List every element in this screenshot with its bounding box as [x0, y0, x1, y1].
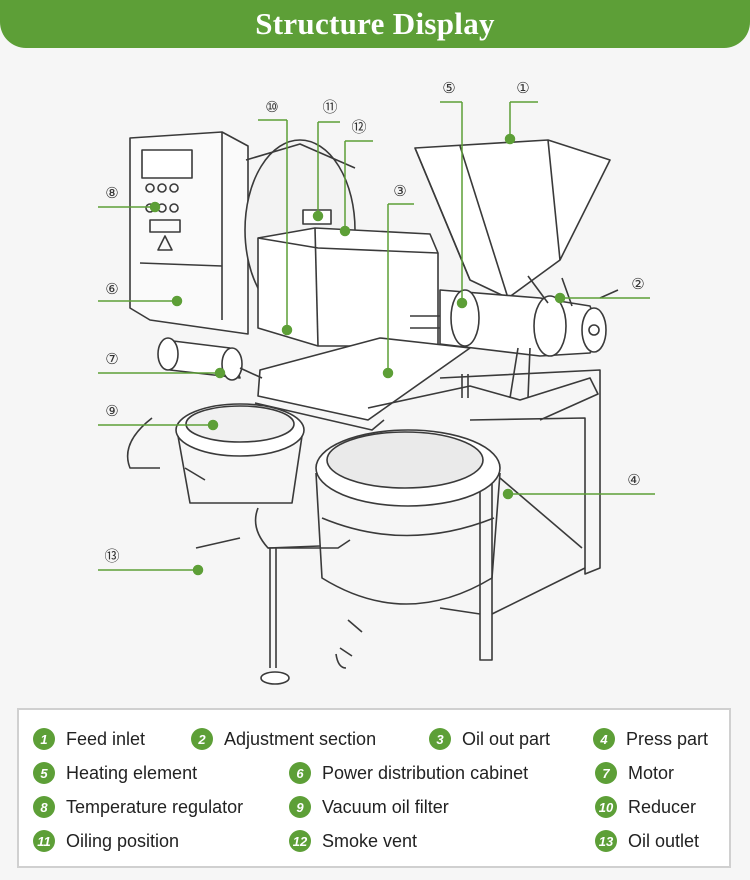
callout-7: ⑦: [105, 350, 118, 368]
machine-drawing: [128, 132, 618, 684]
callout-3: ③: [393, 182, 406, 200]
legend-item-adjustment-section: 2 Adjustment section: [191, 728, 376, 750]
badge-12: 12: [289, 830, 311, 852]
legend-label: Feed inlet: [66, 729, 145, 750]
legend-item-vacuum-oil-filter: 9 Vacuum oil filter: [289, 796, 449, 818]
callout-1: ①: [516, 79, 529, 97]
callout-12: ⑫: [351, 118, 366, 136]
legend-label: Vacuum oil filter: [322, 797, 449, 818]
legend-item-power-distribution-cabinet: 6 Power distribution cabinet: [289, 762, 528, 784]
badge-5: 5: [33, 762, 55, 784]
legend-label: Oil outlet: [628, 831, 699, 852]
badge-10: 10: [595, 796, 617, 818]
callout-10: ⑩: [265, 98, 278, 116]
badge-1: 1: [33, 728, 55, 750]
legend-item-temperature-regulator: 8 Temperature regulator: [33, 796, 243, 818]
callout-13: ⑬: [104, 547, 119, 565]
callout-9: ⑨: [105, 402, 118, 420]
legend-label: Reducer: [628, 797, 696, 818]
legend-label: Temperature regulator: [66, 797, 243, 818]
legend-label: Adjustment section: [224, 729, 376, 750]
title-banner: Structure Display: [0, 0, 750, 48]
legend-item-press-part: 4 Press part: [593, 728, 708, 750]
callout-11: ⑪: [322, 98, 337, 116]
machine-diagram: ① ② ③ ④ ⑤ ⑥ ⑦ ⑧ ⑨ ⑩ ⑪ ⑫ ⑬: [0, 48, 750, 698]
legend-item-oil-out-part: 3 Oil out part: [429, 728, 550, 750]
legend-item-oiling-position: 11 Oiling position: [33, 830, 179, 852]
badge-7: 7: [595, 762, 617, 784]
callout-6: ⑥: [105, 280, 118, 298]
legend-item-motor: 7 Motor: [595, 762, 674, 784]
legend-item-feed-inlet: 1 Feed inlet: [33, 728, 145, 750]
callout-4: ④: [627, 471, 640, 489]
callout-8: ⑧: [105, 184, 118, 202]
badge-3: 3: [429, 728, 451, 750]
legend-label: Press part: [626, 729, 708, 750]
badge-4: 4: [593, 728, 615, 750]
legend-label: Oiling position: [66, 831, 179, 852]
badge-11: 11: [33, 830, 55, 852]
legend-label: Oil out part: [462, 729, 550, 750]
legend-item-oil-outlet: 13 Oil outlet: [595, 830, 699, 852]
legend-item-reducer: 10 Reducer: [595, 796, 696, 818]
badge-2: 2: [191, 728, 213, 750]
callout-5: ⑤: [442, 79, 455, 97]
legend-item-smoke-vent: 12 Smoke vent: [289, 830, 417, 852]
legend-label: Heating element: [66, 763, 197, 784]
legend-label: Smoke vent: [322, 831, 417, 852]
callout-2: ②: [631, 275, 644, 293]
badge-13: 13: [595, 830, 617, 852]
page-title: Structure Display: [255, 6, 495, 42]
legend-item-heating-element: 5 Heating element: [33, 762, 197, 784]
badge-9: 9: [289, 796, 311, 818]
legend-label: Motor: [628, 763, 674, 784]
legend-label: Power distribution cabinet: [322, 763, 528, 784]
badge-8: 8: [33, 796, 55, 818]
badge-6: 6: [289, 762, 311, 784]
